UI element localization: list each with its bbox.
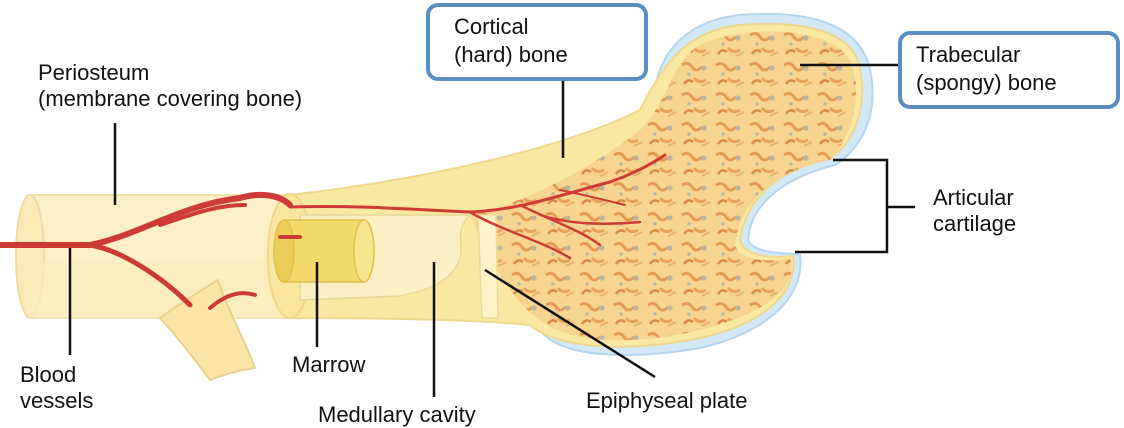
label-periosteum: Periosteum (membrane covering bone)	[38, 60, 302, 112]
label-trabecular-line2: (spongy) bone	[916, 69, 1116, 97]
label-marrow: Marrow	[292, 352, 365, 378]
marrow-shape	[274, 220, 374, 282]
label-cortical-line2: (hard) bone	[454, 41, 644, 69]
epiphyseal-plate-shape	[478, 215, 498, 318]
label-epiphyseal-plate: Epiphyseal plate	[586, 388, 747, 414]
label-medullary-cavity: Medullary cavity	[318, 402, 476, 428]
label-articular-cartilage: Articular cartilage	[933, 185, 1016, 237]
label-cortical-box: Cortical (hard) bone	[426, 3, 648, 81]
label-trabecular-box: Trabecular (spongy) bone	[898, 31, 1120, 109]
label-trabecular-line1: Trabecular	[916, 41, 1116, 69]
label-blood-vessels: Blood vessels	[20, 362, 93, 414]
label-cortical-line1: Cortical	[454, 13, 644, 41]
